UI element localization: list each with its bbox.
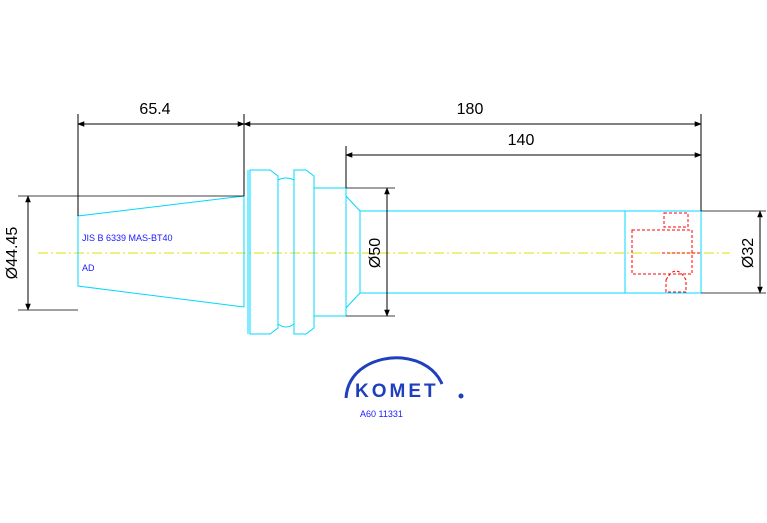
standard-note: JIS B 6339 MAS-BT40 (82, 233, 173, 243)
tool-outline (77, 169, 702, 335)
logo-brand: KOMET (355, 381, 439, 402)
logo-arc-icon (344, 356, 444, 399)
dim-shank-length: 140 (508, 132, 535, 149)
logo-dot-icon (458, 393, 464, 399)
variant-note: AD (82, 263, 95, 273)
dim-overall-length: 180 (457, 101, 484, 118)
hidden-detail (631, 212, 700, 293)
dim-shank-diameter: Ø32 (740, 238, 757, 268)
dim-taper-length: 65.4 (139, 101, 170, 118)
part-number: A60 11331 (360, 409, 403, 419)
dim-taper-diameter: Ø44.45 (4, 227, 21, 280)
dimension-lines (18, 114, 766, 317)
dim-flange-diameter: Ø50 (367, 238, 384, 268)
komet-logo: KOMET A60 11331 (344, 356, 464, 419)
